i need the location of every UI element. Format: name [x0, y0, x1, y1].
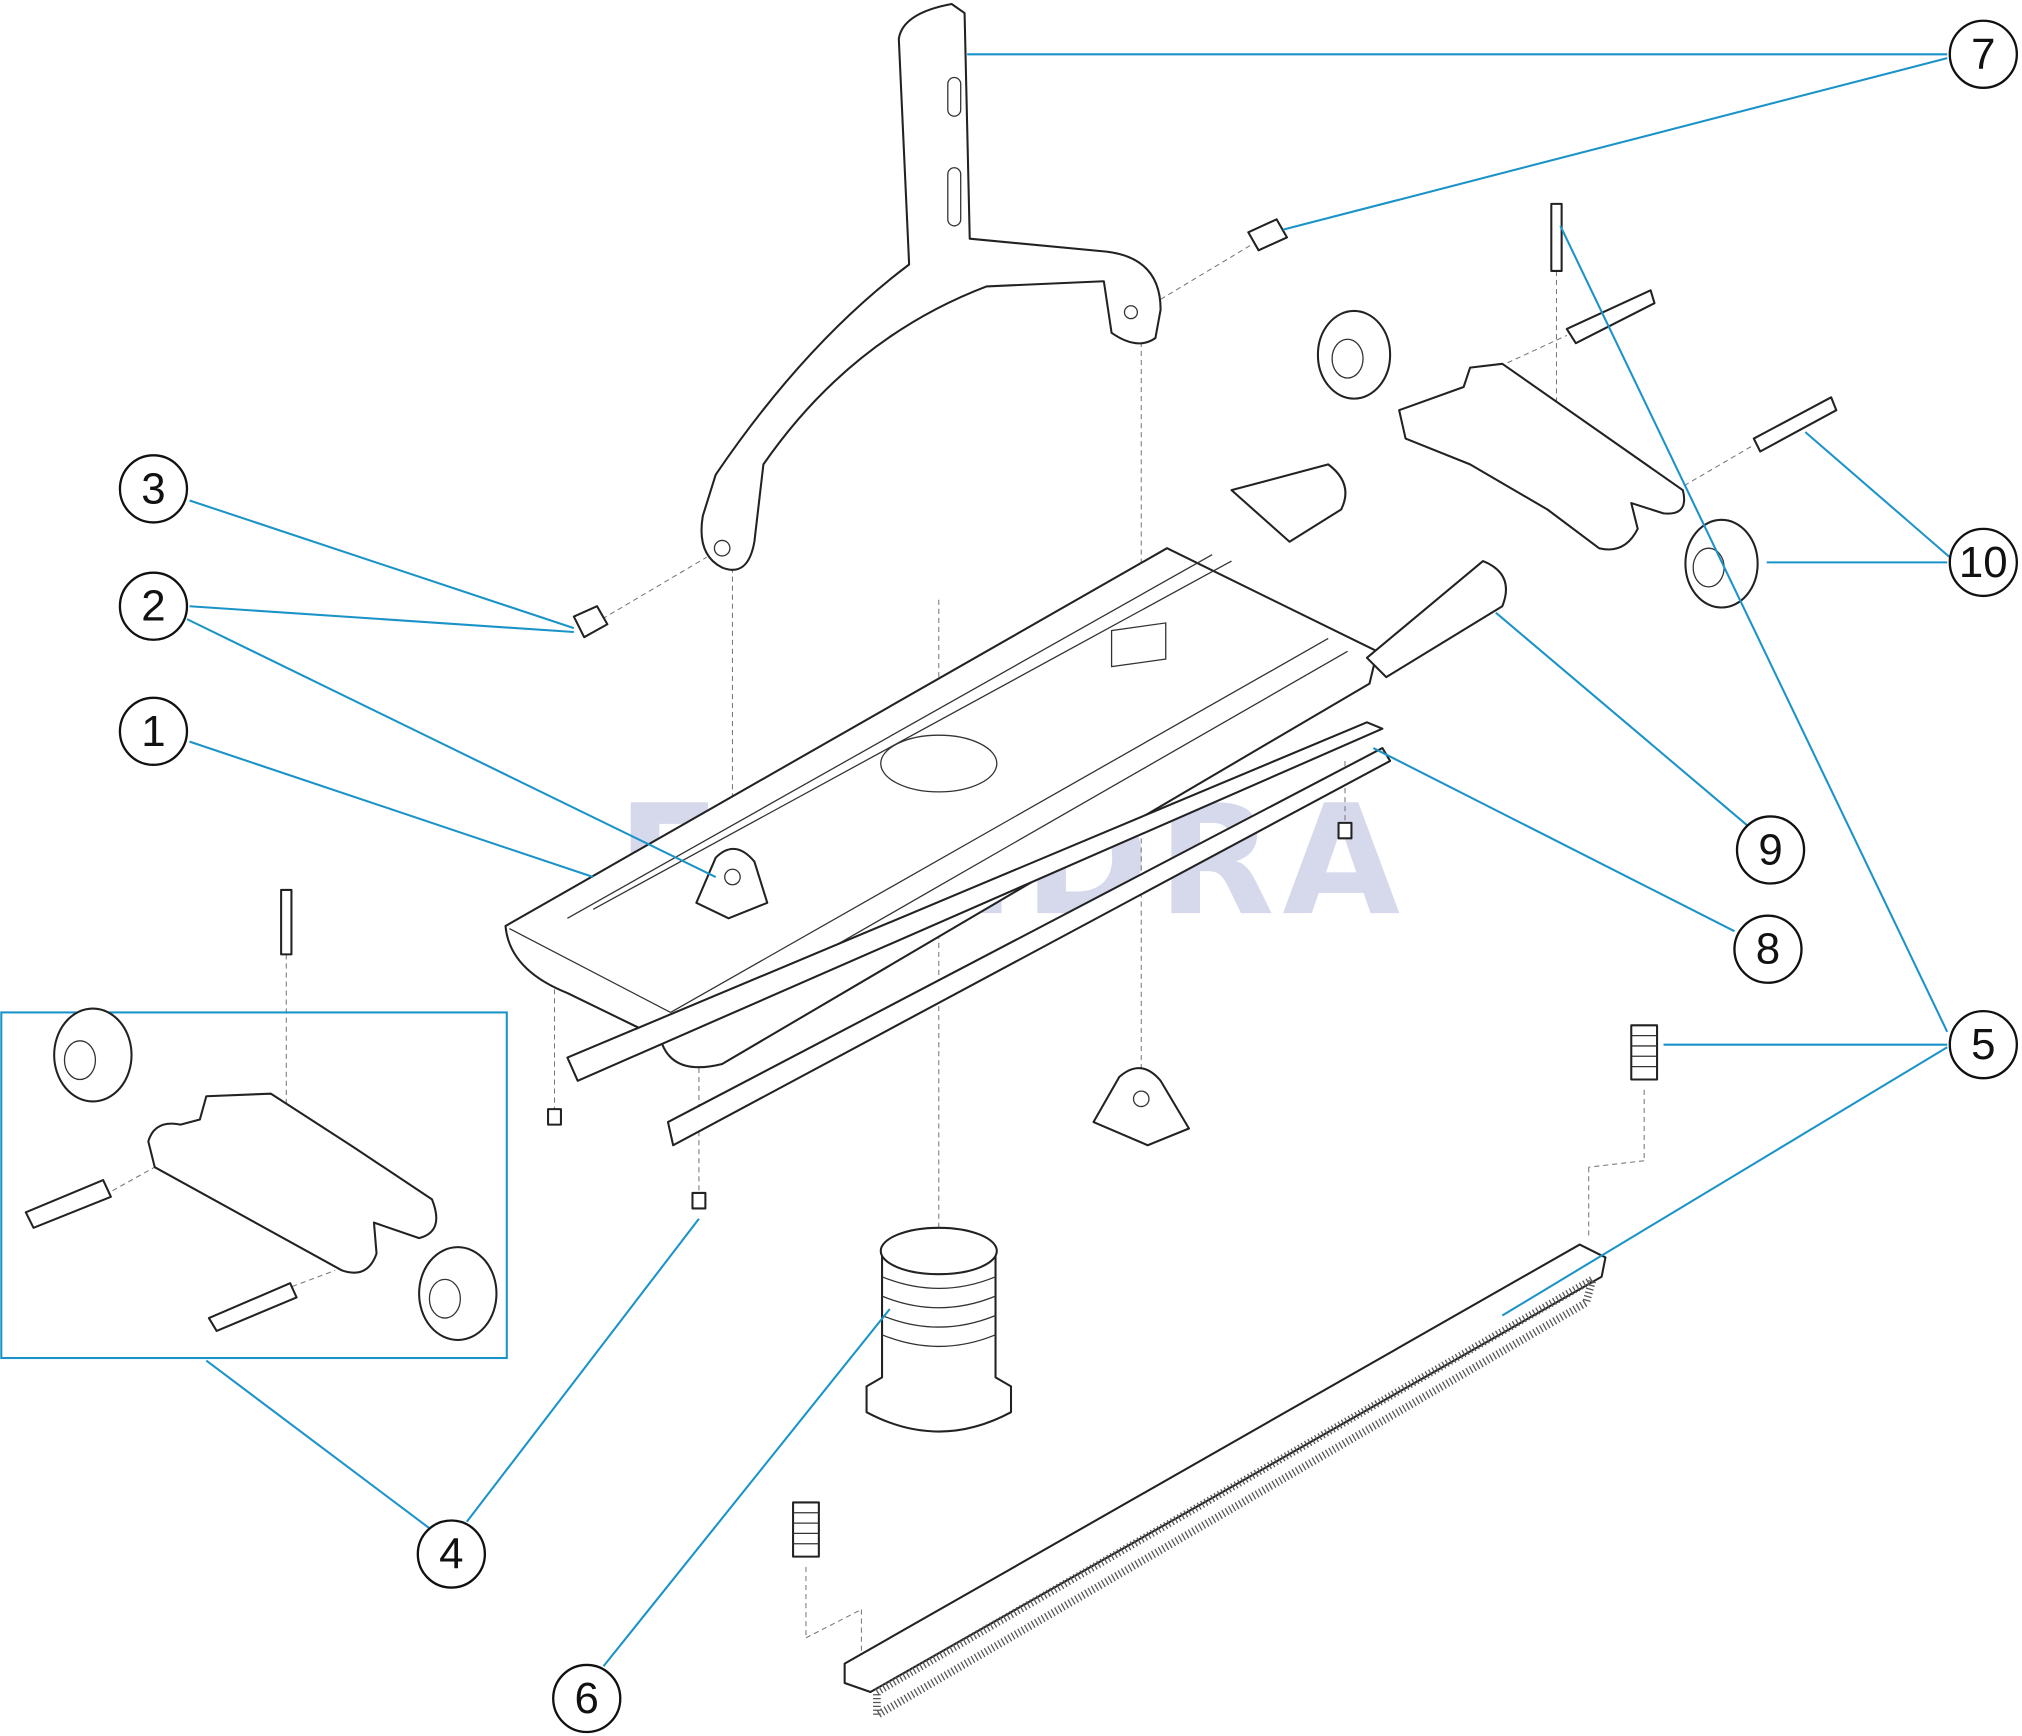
hose-connector-part [865, 1226, 1013, 1433]
svg-text:6: 6 [575, 1674, 599, 1723]
leader-lines [186, 53, 1951, 1667]
brush-part [792, 1024, 1659, 1722]
callout-2: 2 [118, 571, 189, 641]
svg-text:9: 9 [1758, 825, 1782, 874]
right-wheel-assembly [1316, 289, 1838, 609]
rail-strip-parts [566, 721, 1392, 1147]
callout-7: 7 [1948, 19, 2019, 89]
svg-text:5: 5 [1971, 1020, 1995, 1069]
svg-text:8: 8 [1756, 925, 1780, 974]
callout-3: 3 [118, 454, 189, 524]
callout-9: 9 [1735, 815, 1806, 885]
callout-5: 5 [1948, 1009, 2019, 1080]
svg-text:3: 3 [141, 464, 165, 513]
handle-part [700, 2, 1162, 571]
callout-10: 10 [1948, 527, 2019, 598]
callout-4: 4 [416, 1519, 487, 1589]
callout-8: 8 [1733, 914, 1803, 984]
svg-text:4: 4 [439, 1530, 463, 1579]
svg-text:7: 7 [1971, 30, 1995, 79]
callout-6: 6 [552, 1663, 622, 1734]
svg-text:1: 1 [141, 707, 165, 756]
screw-parts [280, 202, 1563, 1210]
svg-text:2: 2 [141, 582, 165, 631]
bracket-parts [695, 847, 1190, 1147]
svg-text:10: 10 [1959, 538, 2008, 587]
main-body-part [504, 547, 1379, 1069]
left-wheel-assembly [24, 1007, 498, 1342]
wheel-kit-box [0, 1011, 508, 1360]
callout-1: 1 [118, 696, 189, 766]
tube-parts [1230, 463, 1507, 679]
